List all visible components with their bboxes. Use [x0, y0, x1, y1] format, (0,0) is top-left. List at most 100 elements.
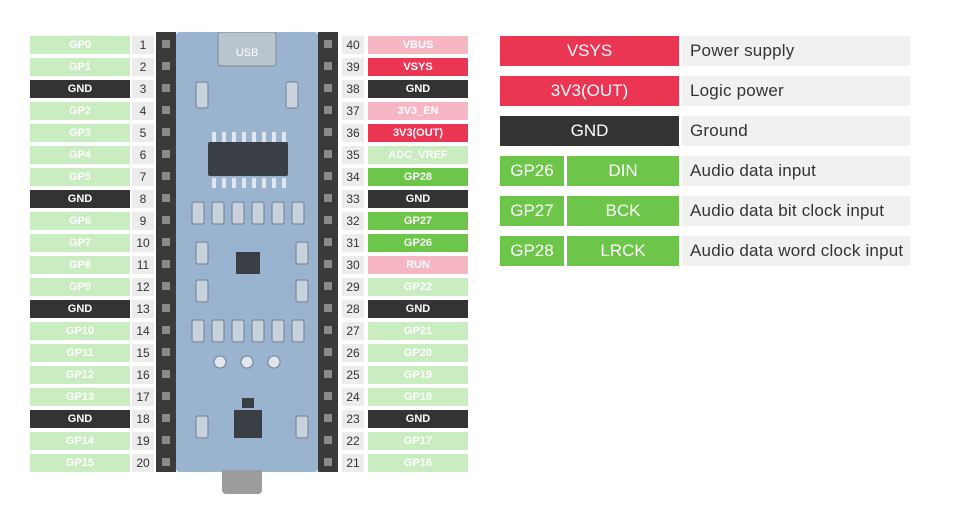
header-pin — [162, 414, 170, 422]
pin-number: 21 — [342, 454, 364, 472]
regulator-chip — [234, 410, 262, 438]
passive-component — [211, 201, 225, 225]
passive-component — [195, 279, 209, 303]
pin-label: RUN — [368, 256, 468, 274]
pin-number: 4 — [132, 102, 154, 120]
pin-label: GND — [368, 190, 468, 208]
chip-leg — [222, 132, 226, 142]
legend-description: Ground — [682, 116, 910, 146]
passive-component — [231, 319, 245, 343]
pin-label: GND — [368, 80, 468, 98]
pin-number: 3 — [132, 80, 154, 98]
pin-label: GP27 — [368, 212, 468, 230]
chip-leg — [282, 178, 286, 188]
legend-pin: GP27 — [500, 196, 564, 226]
pin-number: 26 — [342, 344, 364, 362]
header-pin — [162, 172, 170, 180]
pin-label: GP17 — [368, 432, 468, 450]
passive-component — [211, 319, 225, 343]
pin-number: 27 — [342, 322, 364, 340]
pin-number: 23 — [342, 410, 364, 428]
legend-description: Audio data word clock input — [682, 236, 910, 266]
header-pin — [324, 238, 332, 246]
pin-number: 18 — [132, 410, 154, 428]
passive-component — [231, 201, 245, 225]
passive-component — [291, 319, 305, 343]
pin-label: GP5 — [30, 168, 130, 186]
passive-component — [295, 415, 309, 439]
pin-label: GP6 — [30, 212, 130, 230]
pin-label: GP15 — [30, 454, 130, 472]
legend-function: DIN — [567, 156, 679, 186]
legend-description: Audio data bit clock input — [682, 196, 910, 226]
pin-label: GP10 — [30, 322, 130, 340]
pin-label: GND — [30, 410, 130, 428]
pin-label: GP2 — [30, 102, 130, 120]
pin-label: GP21 — [368, 322, 468, 340]
header-pin — [162, 260, 170, 268]
pin-label: GP0 — [30, 36, 130, 54]
pin-label: GND — [30, 300, 130, 318]
header-pin — [162, 128, 170, 136]
passive-component — [295, 241, 309, 265]
pin-number: 40 — [342, 36, 364, 54]
header-pin — [162, 106, 170, 114]
small-chip — [236, 252, 260, 274]
header-pin — [324, 106, 332, 114]
pin-label: 3V3(OUT) — [368, 124, 468, 142]
pin-number: 6 — [132, 146, 154, 164]
pin-label: GND — [30, 190, 130, 208]
legend-description: Audio data input — [682, 156, 910, 186]
pin-label: VBUS — [368, 36, 468, 54]
pin-label: GND — [30, 80, 130, 98]
header-pin — [324, 84, 332, 92]
passive-component — [271, 201, 285, 225]
pin-label: GP4 — [30, 146, 130, 164]
test-pad — [240, 355, 254, 369]
pin-label: GP3 — [30, 124, 130, 142]
pin-number: 14 — [132, 322, 154, 340]
pin-number: 17 — [132, 388, 154, 406]
header-pin — [324, 436, 332, 444]
header-pin — [324, 326, 332, 334]
usb-label: USB — [236, 47, 259, 59]
pin-number: 2 — [132, 58, 154, 76]
header-pin — [162, 216, 170, 224]
header-pin — [162, 282, 170, 290]
pin-number: 13 — [132, 300, 154, 318]
chip-leg — [282, 132, 286, 142]
header-pin — [162, 436, 170, 444]
header-pin — [324, 304, 332, 312]
chip-leg — [212, 132, 216, 142]
pin-label: GP22 — [368, 278, 468, 296]
legend-swatch: VSYS — [500, 36, 679, 66]
pin-label: GP13 — [30, 388, 130, 406]
header-pin — [324, 172, 332, 180]
pin-row: GND 23 — [0, 410, 960, 428]
pin-label: GP12 — [30, 366, 130, 384]
header-pin — [162, 392, 170, 400]
header-pin — [324, 194, 332, 202]
legend-pin: GP26 — [500, 156, 564, 186]
pin-number: 31 — [342, 234, 364, 252]
chip-leg — [262, 132, 266, 142]
test-pad — [267, 355, 281, 369]
pin-label: GP16 — [368, 454, 468, 472]
